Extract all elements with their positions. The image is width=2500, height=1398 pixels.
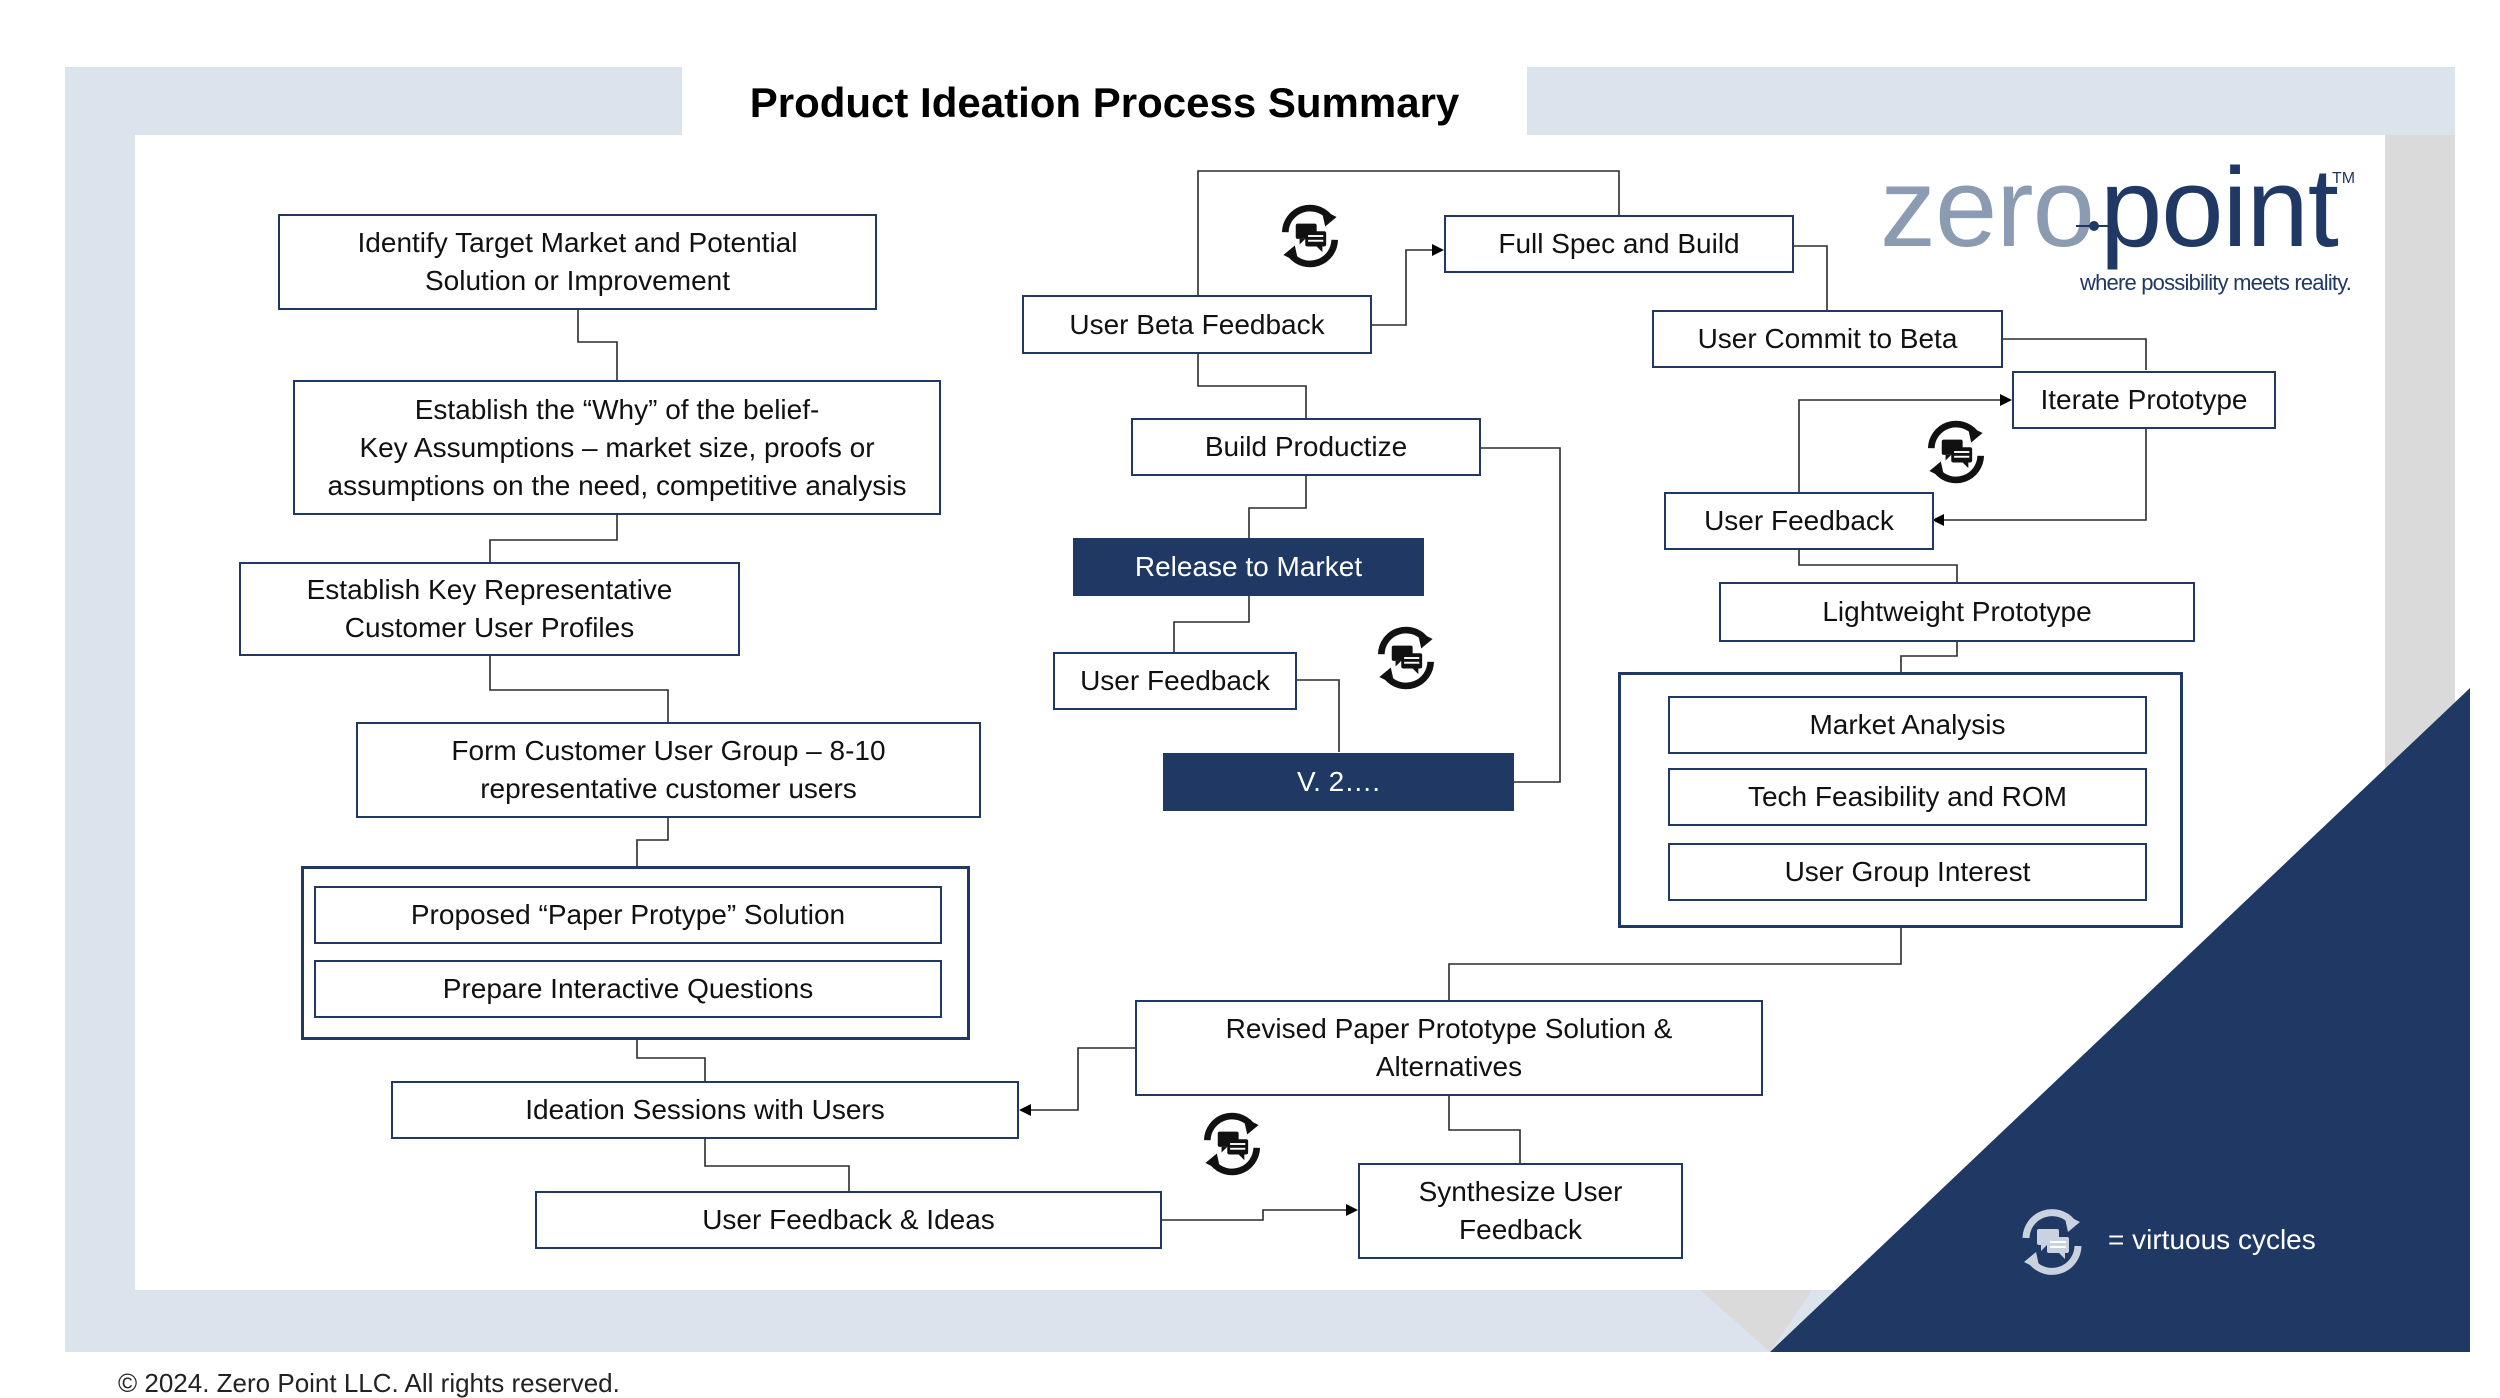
connector-identify-to-why [577, 310, 618, 380]
node-user-commit-beta: User Commit to Beta [1652, 310, 2003, 368]
connector-sessions-to-feedback [704, 1138, 850, 1192]
node-market-analysis: Market Analysis [1668, 696, 2147, 754]
connector-feedback-to-iterate [1798, 394, 2012, 492]
title-tab [682, 67, 1527, 139]
connector-group-to-paper [636, 818, 669, 868]
virtuous-cycle-icon [1379, 630, 1432, 686]
logo-word-zero: zero [1880, 145, 2095, 270]
logo-word-point: point [2100, 145, 2339, 270]
node-user-beta-feedback: User Beta Feedback [1022, 295, 1372, 354]
node-establish-why: Establish the “Why” of the belief- Key A… [293, 380, 941, 515]
connector-beta-to-build [1197, 354, 1307, 418]
connector-paper-to-sessions [636, 1040, 706, 1082]
connector-commit-to-spec [1794, 245, 1828, 310]
node-form-customer-group: Form Customer User Group – 8-10 represen… [356, 722, 981, 818]
virtuous-cycle-icon [1929, 424, 1982, 480]
connector-revised-to-group [1448, 928, 1902, 1000]
zero-point-logo: zero point TM where possibility meets re… [1880, 148, 2360, 308]
node-interactive-questions: Prepare Interactive Questions [314, 960, 942, 1018]
connector-feedback-to-synth [1161, 1204, 1358, 1221]
node-build-productize: Build Productize [1131, 418, 1481, 476]
node-full-spec-build: Full Spec and Build [1444, 215, 1794, 273]
paper-prototype-group [301, 866, 970, 1040]
virtuous-cycle-icon [1283, 208, 1336, 264]
corner-shadow [1700, 1290, 1812, 1352]
connector-revised-to-sessions [1019, 1047, 1135, 1116]
node-iterate-prototype: Iterate Prototype [2012, 371, 2276, 429]
connector-synth-to-revised [1448, 1096, 1521, 1163]
node-revised-paper-prototype: Revised Paper Prototype Solution & Alter… [1135, 1000, 1763, 1096]
logo-trademark: TM [2332, 170, 2356, 187]
node-key-customer-profiles: Establish Key Representative Customer Us… [239, 562, 740, 656]
node-paper-prototype-solution: Proposed “Paper Protype” Solution [314, 886, 942, 944]
logo-tagline: where possibility meets reality. [2080, 270, 2352, 295]
connector-why-to-profiles [489, 515, 618, 562]
navy-corner-triangle [1770, 688, 2470, 1352]
node-user-feedback-prototype: User Feedback [1664, 492, 1934, 550]
node-user-group-interest: User Group Interest [1668, 843, 2147, 901]
node-ideation-sessions: Ideation Sessions with Users [391, 1081, 1019, 1139]
connector-profiles-to-group [489, 656, 669, 722]
node-synthesize-feedback: Synthesize User Feedback [1358, 1163, 1683, 1259]
connector-build-to-release [1248, 476, 1307, 538]
page-title: Product Ideation Process Summary [749, 79, 1460, 126]
connector-iterate-to-commit [2003, 338, 2147, 370]
virtuous-cycle-icon [1205, 1116, 1258, 1172]
node-identify-target-market: Identify Target Market and Potential Sol… [278, 214, 877, 310]
node-user-feedback-ideas: User Feedback & Ideas [535, 1191, 1162, 1249]
connector-lightweight-to-feedback [1798, 550, 1958, 582]
node-tech-feasibility: Tech Feasibility and ROM [1668, 768, 2147, 826]
node-version-2: V. 2…. [1163, 753, 1514, 811]
legend-label: = virtuous cycles [2108, 1224, 2316, 1255]
connector-spec-to-beta [1197, 170, 1620, 295]
prototype-analysis-group [1618, 672, 2183, 928]
node-user-feedback-release: User Feedback [1053, 652, 1297, 710]
connectors [489, 170, 2147, 1221]
connector-feedback-to-v2 [1297, 679, 1340, 752]
node-release-to-market: Release to Market [1073, 538, 1424, 596]
copyright-footer: © 2024. Zero Point LLC. All rights reser… [118, 1368, 620, 1398]
connector-group-to-lightweight [1900, 642, 1958, 672]
logo-crosshair-icon [2076, 221, 2112, 231]
connector-beta-to-spec [1372, 244, 1444, 326]
connector-iterate-to-feedback [1932, 429, 2147, 526]
connector-release-to-feedback [1173, 596, 1250, 652]
connector-build-to-v2 [1481, 447, 1561, 783]
node-lightweight-prototype: Lightweight Prototype [1719, 582, 2195, 642]
